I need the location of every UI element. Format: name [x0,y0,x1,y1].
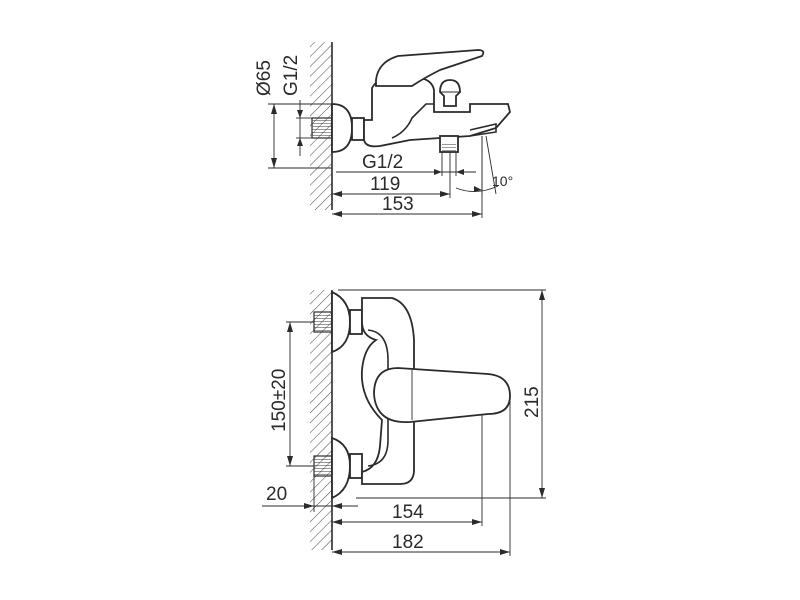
dim-154-arrow-r [472,519,482,525]
dim-119-arrow-l [332,191,342,197]
side-outlet-thread [442,144,456,152]
dim-thread-arrow [297,110,303,118]
dim-150-arrow-bottom [287,456,293,466]
front-view: 215 150±20 20 154 182 [262,289,546,556]
side-body [363,77,511,148]
dim-154-arrow-l [332,519,342,525]
front-lever [373,367,511,423]
front-thread-top [313,311,333,333]
dim-154-label: 154 [392,502,424,523]
dim-dia-arrow-top [271,104,277,114]
dim-angle-arc [455,185,499,192]
dim-angle-arrow [474,186,482,192]
dim-215-arrow-bottom [539,488,545,498]
side-diverter-knob [439,79,461,107]
dim-g12-arrow-l [434,169,442,175]
dim-g12-bottom-label: G1/2 [362,152,403,173]
wall-hatch-bottom [310,290,332,550]
side-nut [351,117,365,141]
front-rosette-top [331,290,351,354]
front-thread-bottom [313,455,333,477]
dim-150-arrow-top [287,322,293,332]
dim-150-label: 150±20 [269,369,290,432]
dim-215-label: 215 [522,386,543,418]
front-rosette-bottom [331,436,351,500]
dim-153-arrow-r [472,211,482,217]
dim-20-arrow-r [332,503,342,509]
dim-20-label: 20 [266,484,287,505]
side-lever [375,49,485,87]
dim-angle-label: 10° [492,173,513,189]
dim-119-arrow-r [440,191,450,197]
side-view: Ø65 G1/2 G1/2 119 153 10° [254,42,513,218]
dim-g12-arrow-r [456,169,464,175]
dim-angle-tilt [485,135,497,195]
dim-182-label: 182 [392,532,424,553]
dim-dia-label: Ø65 [254,60,275,96]
side-rosette [331,103,353,153]
dim-119-label: 119 [370,174,400,195]
dim-153-arrow-l [332,211,342,217]
dim-thread-vertical-label: G1/2 [281,55,302,96]
side-thread [311,117,333,139]
dim-dia-arrow-bottom [271,158,277,168]
side-body-curve [391,103,434,139]
dim-215-arrow-top [539,290,545,300]
dim-182-arrow-l [332,549,342,555]
front-nut-top [349,309,363,335]
dim-182-arrow-r [500,549,510,555]
dim-20-arrow-l [304,503,314,509]
dim-153-label: 153 [382,194,414,215]
side-spout-tip [469,122,497,137]
front-nut-bottom [349,453,363,479]
